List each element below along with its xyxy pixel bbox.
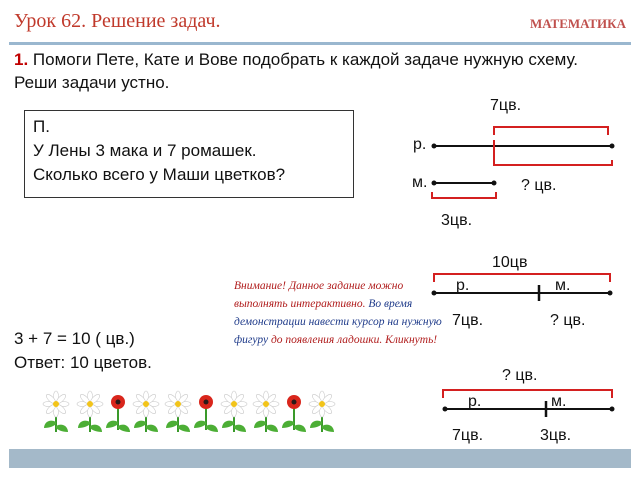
scheme3-total-label: ? цв.	[502, 367, 537, 385]
scheme1-total-bracket	[494, 127, 608, 135]
daisy-icon	[253, 391, 279, 432]
poppy-icon	[106, 395, 130, 432]
scheme2-total-label: 10цв	[492, 254, 527, 272]
scheme1-question-label: ? цв.	[521, 177, 556, 195]
scheme3-left-label: р.	[468, 393, 481, 411]
scheme2-end	[608, 291, 613, 296]
scheme3-end	[610, 407, 615, 412]
scheme2-left-label: р.	[456, 277, 469, 295]
scheme1-row2-label: м.	[412, 174, 427, 192]
daisy-icon	[309, 391, 335, 432]
scheme1-total-label: 7цв.	[490, 97, 521, 115]
footer-bar	[9, 449, 631, 468]
flowers-row	[40, 390, 340, 438]
scheme1-row1-start	[432, 144, 437, 149]
poppy-icon	[282, 395, 306, 432]
scheme3-right-value: 3цв.	[540, 427, 571, 445]
scheme1-part-label: 3цв.	[441, 212, 472, 230]
scheme2-right-value: ? цв.	[550, 312, 585, 330]
poppy-icon	[194, 395, 218, 432]
scheme1-question-bracket	[494, 160, 612, 165]
daisy-icon	[133, 391, 159, 432]
scheme1-row2-end	[492, 181, 497, 186]
scheme1-row2-start	[432, 181, 437, 186]
daisy-icon	[165, 391, 191, 432]
daisy-icon	[77, 391, 103, 432]
scheme3-left-value: 7цв.	[452, 427, 483, 445]
scheme2-right-label: м.	[555, 277, 570, 295]
scheme1-part-bracket	[432, 192, 496, 198]
daisy-icon	[221, 391, 247, 432]
scheme2-left-value: 7цв.	[452, 312, 483, 330]
daisy-icon	[43, 391, 69, 432]
scheme1-row1-label: р.	[413, 136, 426, 154]
scheme2-start	[432, 291, 437, 296]
scheme1-row1-end	[610, 144, 615, 149]
scheme3-start	[443, 407, 448, 412]
scheme3-right-label: м.	[551, 393, 566, 411]
